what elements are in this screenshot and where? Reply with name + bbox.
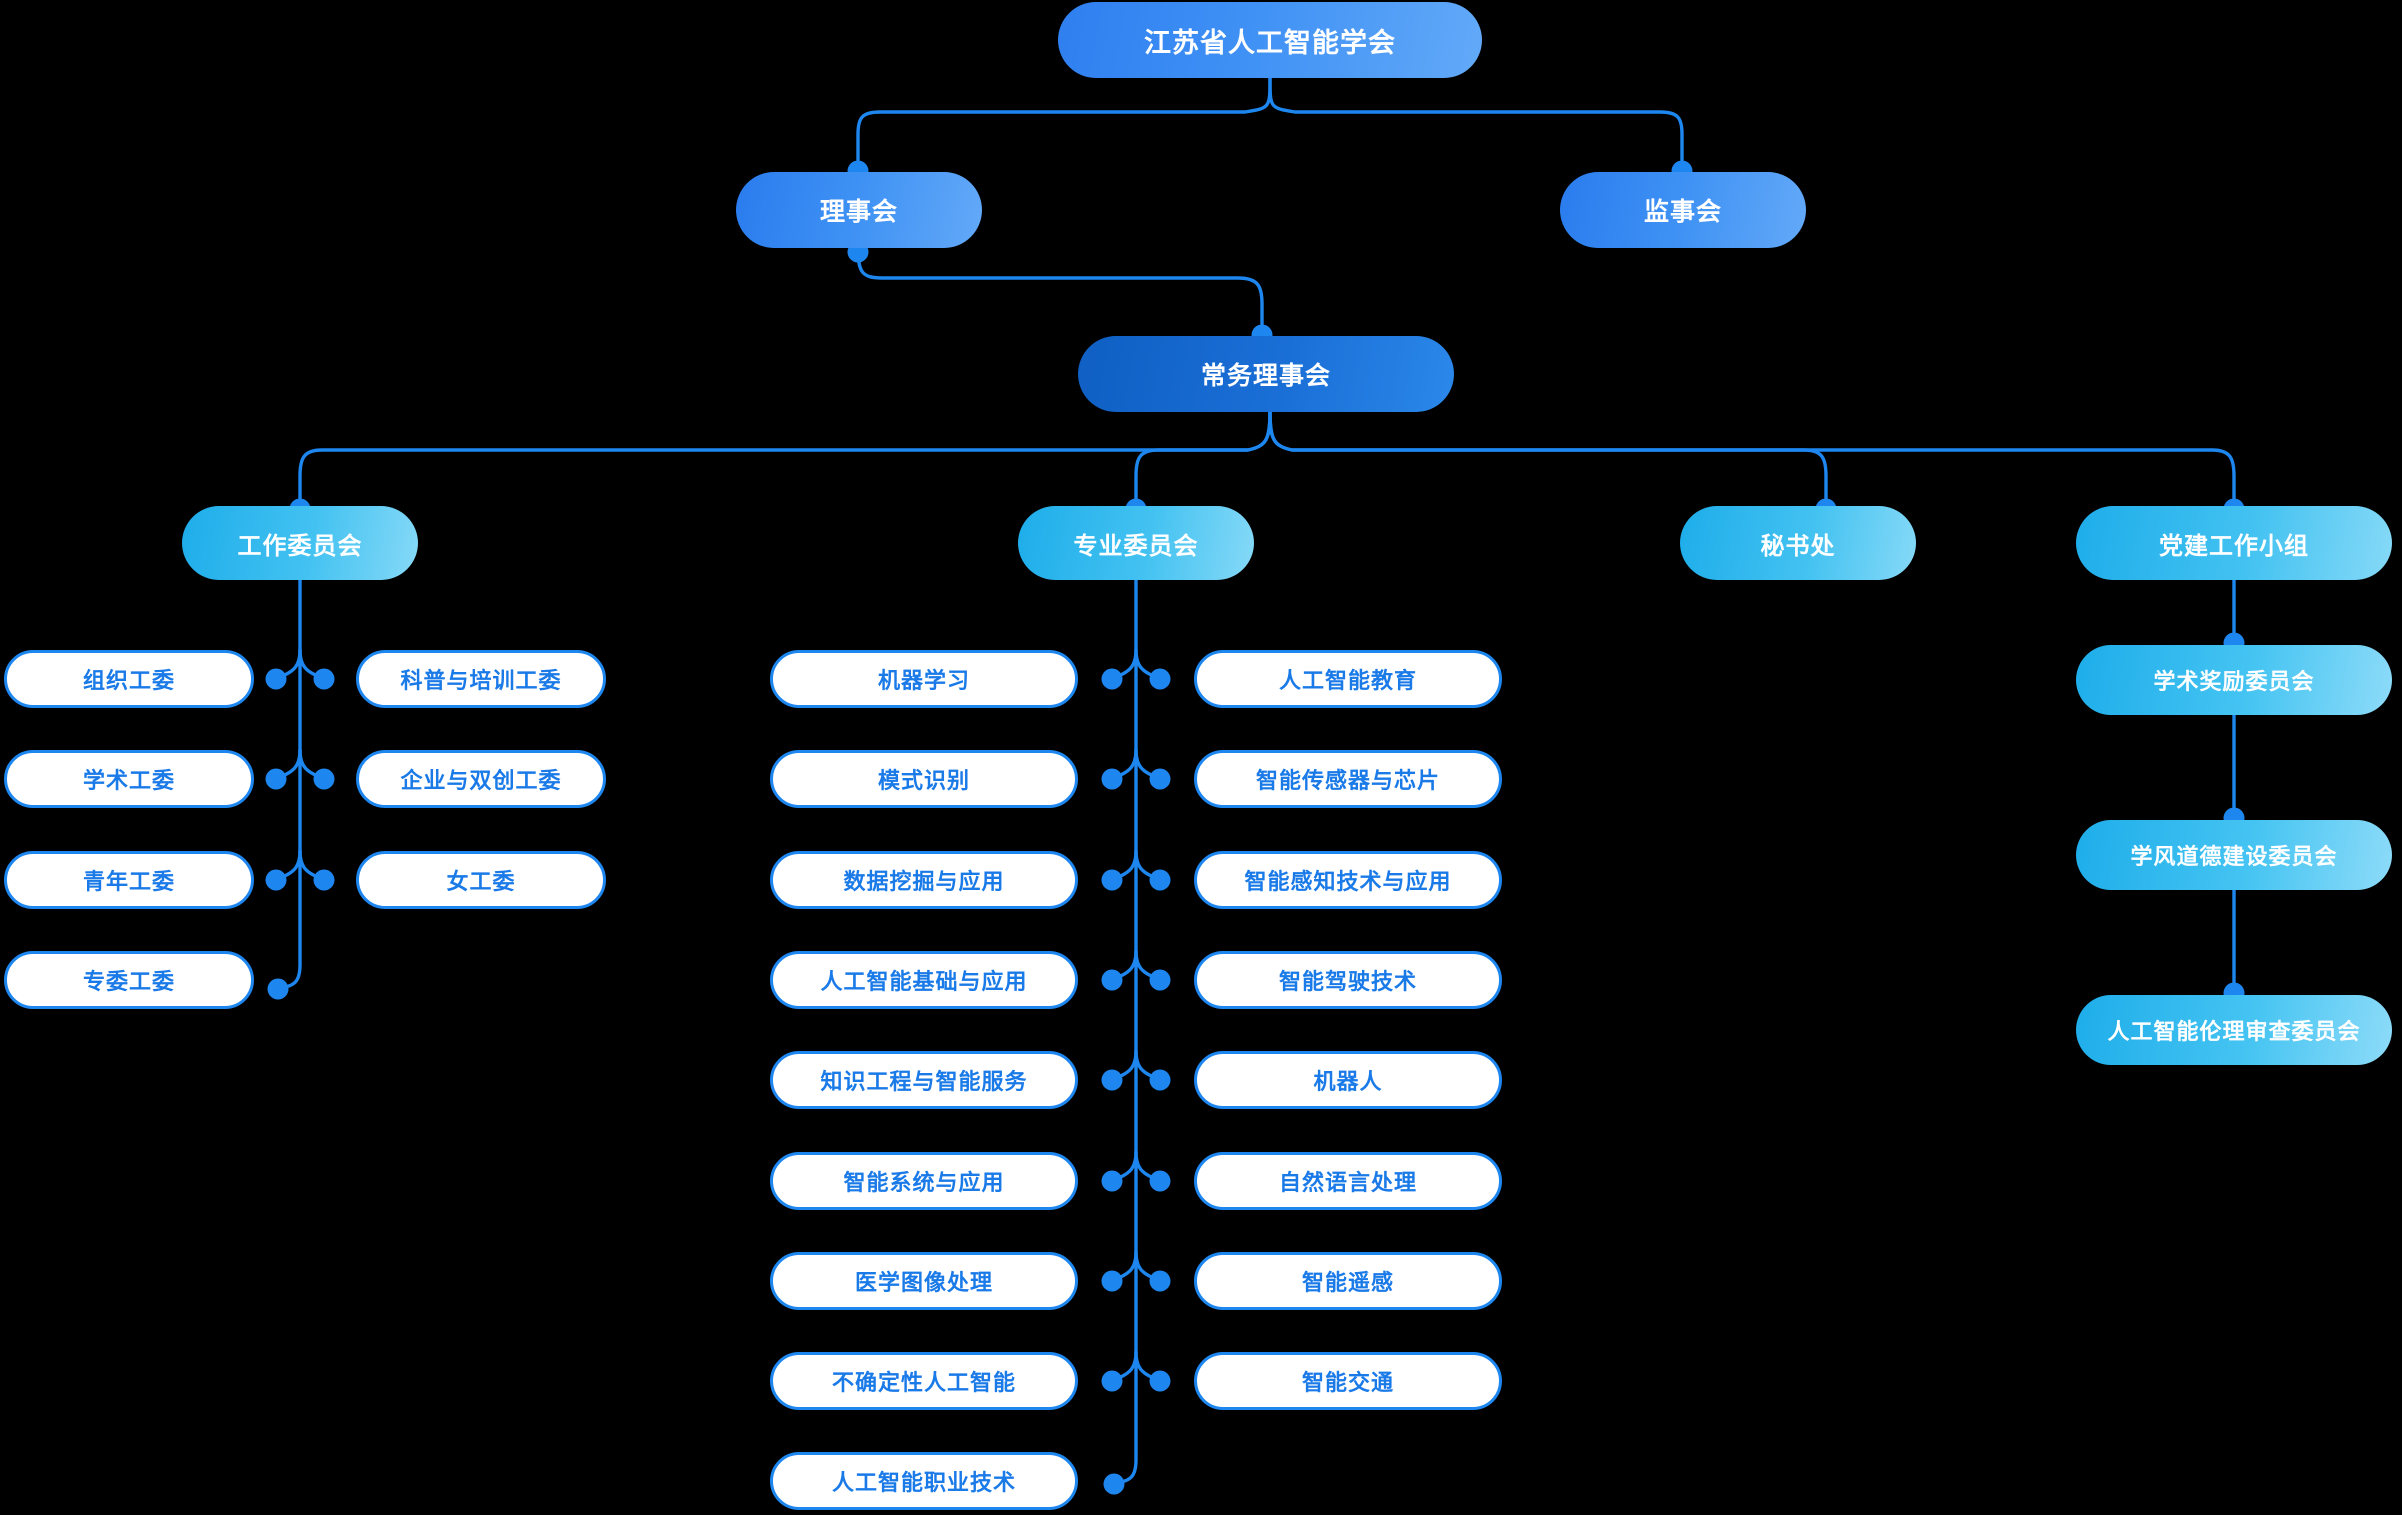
leaf-prof-right-5[interactable]: 机器人 (1194, 1051, 1502, 1109)
leaf-prof-left-4-label: 人工智能基础与应用 (820, 969, 1028, 994)
leaf-work-left-2[interactable]: 学术工委 (4, 750, 254, 808)
node-professional-committee-label: 专业委员会 (1073, 532, 1199, 560)
node-board-of-directors-label: 理事会 (819, 198, 898, 226)
leaf-prof-left-3-label: 数据挖掘与应用 (843, 869, 1005, 894)
node-root[interactable]: 江苏省人工智能学会 (1058, 2, 1482, 78)
leaf-prof-left-1[interactable]: 机器学习 (770, 650, 1078, 708)
leaf-prof-left-9[interactable]: 人工智能职业技术 (770, 1452, 1078, 1510)
leaf-prof-left-2[interactable]: 模式识别 (770, 750, 1078, 808)
node-standing-council-label: 常务理事会 (1200, 362, 1331, 390)
leaf-work-right-3[interactable]: 女工委 (356, 851, 606, 909)
leaf-work-left-3[interactable]: 青年工委 (4, 851, 254, 909)
leaf-prof-left-5[interactable]: 知识工程与智能服务 (770, 1051, 1078, 1109)
party-child-2[interactable]: 学风道德建设委员会 (2076, 820, 2392, 890)
node-work-committee[interactable]: 工作委员会 (182, 506, 418, 580)
leaf-prof-left-4[interactable]: 人工智能基础与应用 (770, 951, 1078, 1009)
party-child-2-label: 学风道德建设委员会 (2130, 844, 2338, 869)
leaf-prof-left-3[interactable]: 数据挖掘与应用 (770, 851, 1078, 909)
leaf-prof-right-2-label: 智能传感器与芯片 (1255, 768, 1440, 793)
party-child-3-label: 人工智能伦理审查委员会 (2107, 1019, 2361, 1044)
leaf-prof-right-3-label: 智能感知技术与应用 (1244, 869, 1452, 894)
leaf-prof-left-6[interactable]: 智能系统与应用 (770, 1152, 1078, 1210)
leaf-prof-right-4[interactable]: 智能驾驶技术 (1194, 951, 1502, 1009)
leaf-prof-left-7[interactable]: 医学图像处理 (770, 1252, 1078, 1310)
leaf-prof-right-4-label: 智能驾驶技术 (1278, 969, 1417, 994)
leaf-prof-right-1-label: 人工智能教育 (1278, 668, 1417, 693)
leaf-prof-left-6-label: 智能系统与应用 (843, 1170, 1005, 1195)
leaf-work-left-2-label: 学术工委 (82, 768, 175, 793)
leaf-prof-left-9-label: 人工智能职业技术 (831, 1470, 1016, 1495)
leaf-prof-right-2[interactable]: 智能传感器与芯片 (1194, 750, 1502, 808)
leaf-work-left-1[interactable]: 组织工委 (4, 650, 254, 708)
node-party-work-group[interactable]: 党建工作小组 (2076, 506, 2392, 580)
leaf-prof-right-7[interactable]: 智能遥感 (1194, 1252, 1502, 1310)
party-child-1[interactable]: 学术奖励委员会 (2076, 645, 2392, 715)
leaf-prof-right-3[interactable]: 智能感知技术与应用 (1194, 851, 1502, 909)
leaf-work-left-4-label: 专委工委 (82, 969, 175, 994)
node-work-committee-label: 工作委员会 (237, 532, 363, 560)
leaf-work-left-4[interactable]: 专委工委 (4, 951, 254, 1009)
leaf-prof-left-1-label: 机器学习 (877, 668, 970, 693)
node-board-of-supervisors[interactable]: 监事会 (1560, 172, 1806, 248)
node-secretariat[interactable]: 秘书处 (1680, 506, 1916, 580)
leaf-work-right-1[interactable]: 科普与培训工委 (356, 650, 606, 708)
leaf-work-left-1-label: 组织工委 (82, 668, 175, 693)
leaf-prof-right-6-label: 自然语言处理 (1278, 1170, 1417, 1195)
leaf-prof-right-5-label: 机器人 (1313, 1069, 1383, 1094)
leaf-prof-left-5-label: 知识工程与智能服务 (820, 1069, 1028, 1094)
node-party-work-group-label: 党建工作小组 (2159, 532, 2309, 560)
node-secretariat-label: 秘书处 (1760, 532, 1836, 560)
leaf-prof-right-8[interactable]: 智能交通 (1194, 1352, 1502, 1410)
leaf-work-right-1-label: 科普与培训工委 (400, 668, 562, 693)
leaf-work-right-3-label: 女工委 (446, 869, 516, 894)
leaf-prof-right-8-label: 智能交通 (1301, 1370, 1394, 1395)
node-professional-committee[interactable]: 专业委员会 (1018, 506, 1254, 580)
party-child-3[interactable]: 人工智能伦理审查委员会 (2076, 995, 2392, 1065)
node-standing-council[interactable]: 常务理事会 (1078, 336, 1454, 412)
leaf-prof-right-1[interactable]: 人工智能教育 (1194, 650, 1502, 708)
node-board-of-directors[interactable]: 理事会 (736, 172, 982, 248)
leaf-prof-right-6[interactable]: 自然语言处理 (1194, 1152, 1502, 1210)
node-root-label: 江苏省人工智能学会 (1144, 27, 1396, 58)
party-child-1-label: 学术奖励委员会 (2153, 669, 2315, 694)
node-board-of-supervisors-label: 监事会 (1643, 198, 1722, 226)
leaf-prof-left-8-label: 不确定性人工智能 (831, 1370, 1016, 1395)
leaf-work-left-3-label: 青年工委 (82, 869, 175, 894)
leaf-work-right-2-label: 企业与双创工委 (400, 768, 562, 793)
leaf-prof-left-8[interactable]: 不确定性人工智能 (770, 1352, 1078, 1410)
leaf-prof-left-7-label: 医学图像处理 (854, 1270, 993, 1295)
leaf-prof-right-7-label: 智能遥感 (1301, 1270, 1394, 1295)
leaf-work-right-2[interactable]: 企业与双创工委 (356, 750, 606, 808)
leaf-prof-left-2-label: 模式识别 (877, 768, 970, 793)
